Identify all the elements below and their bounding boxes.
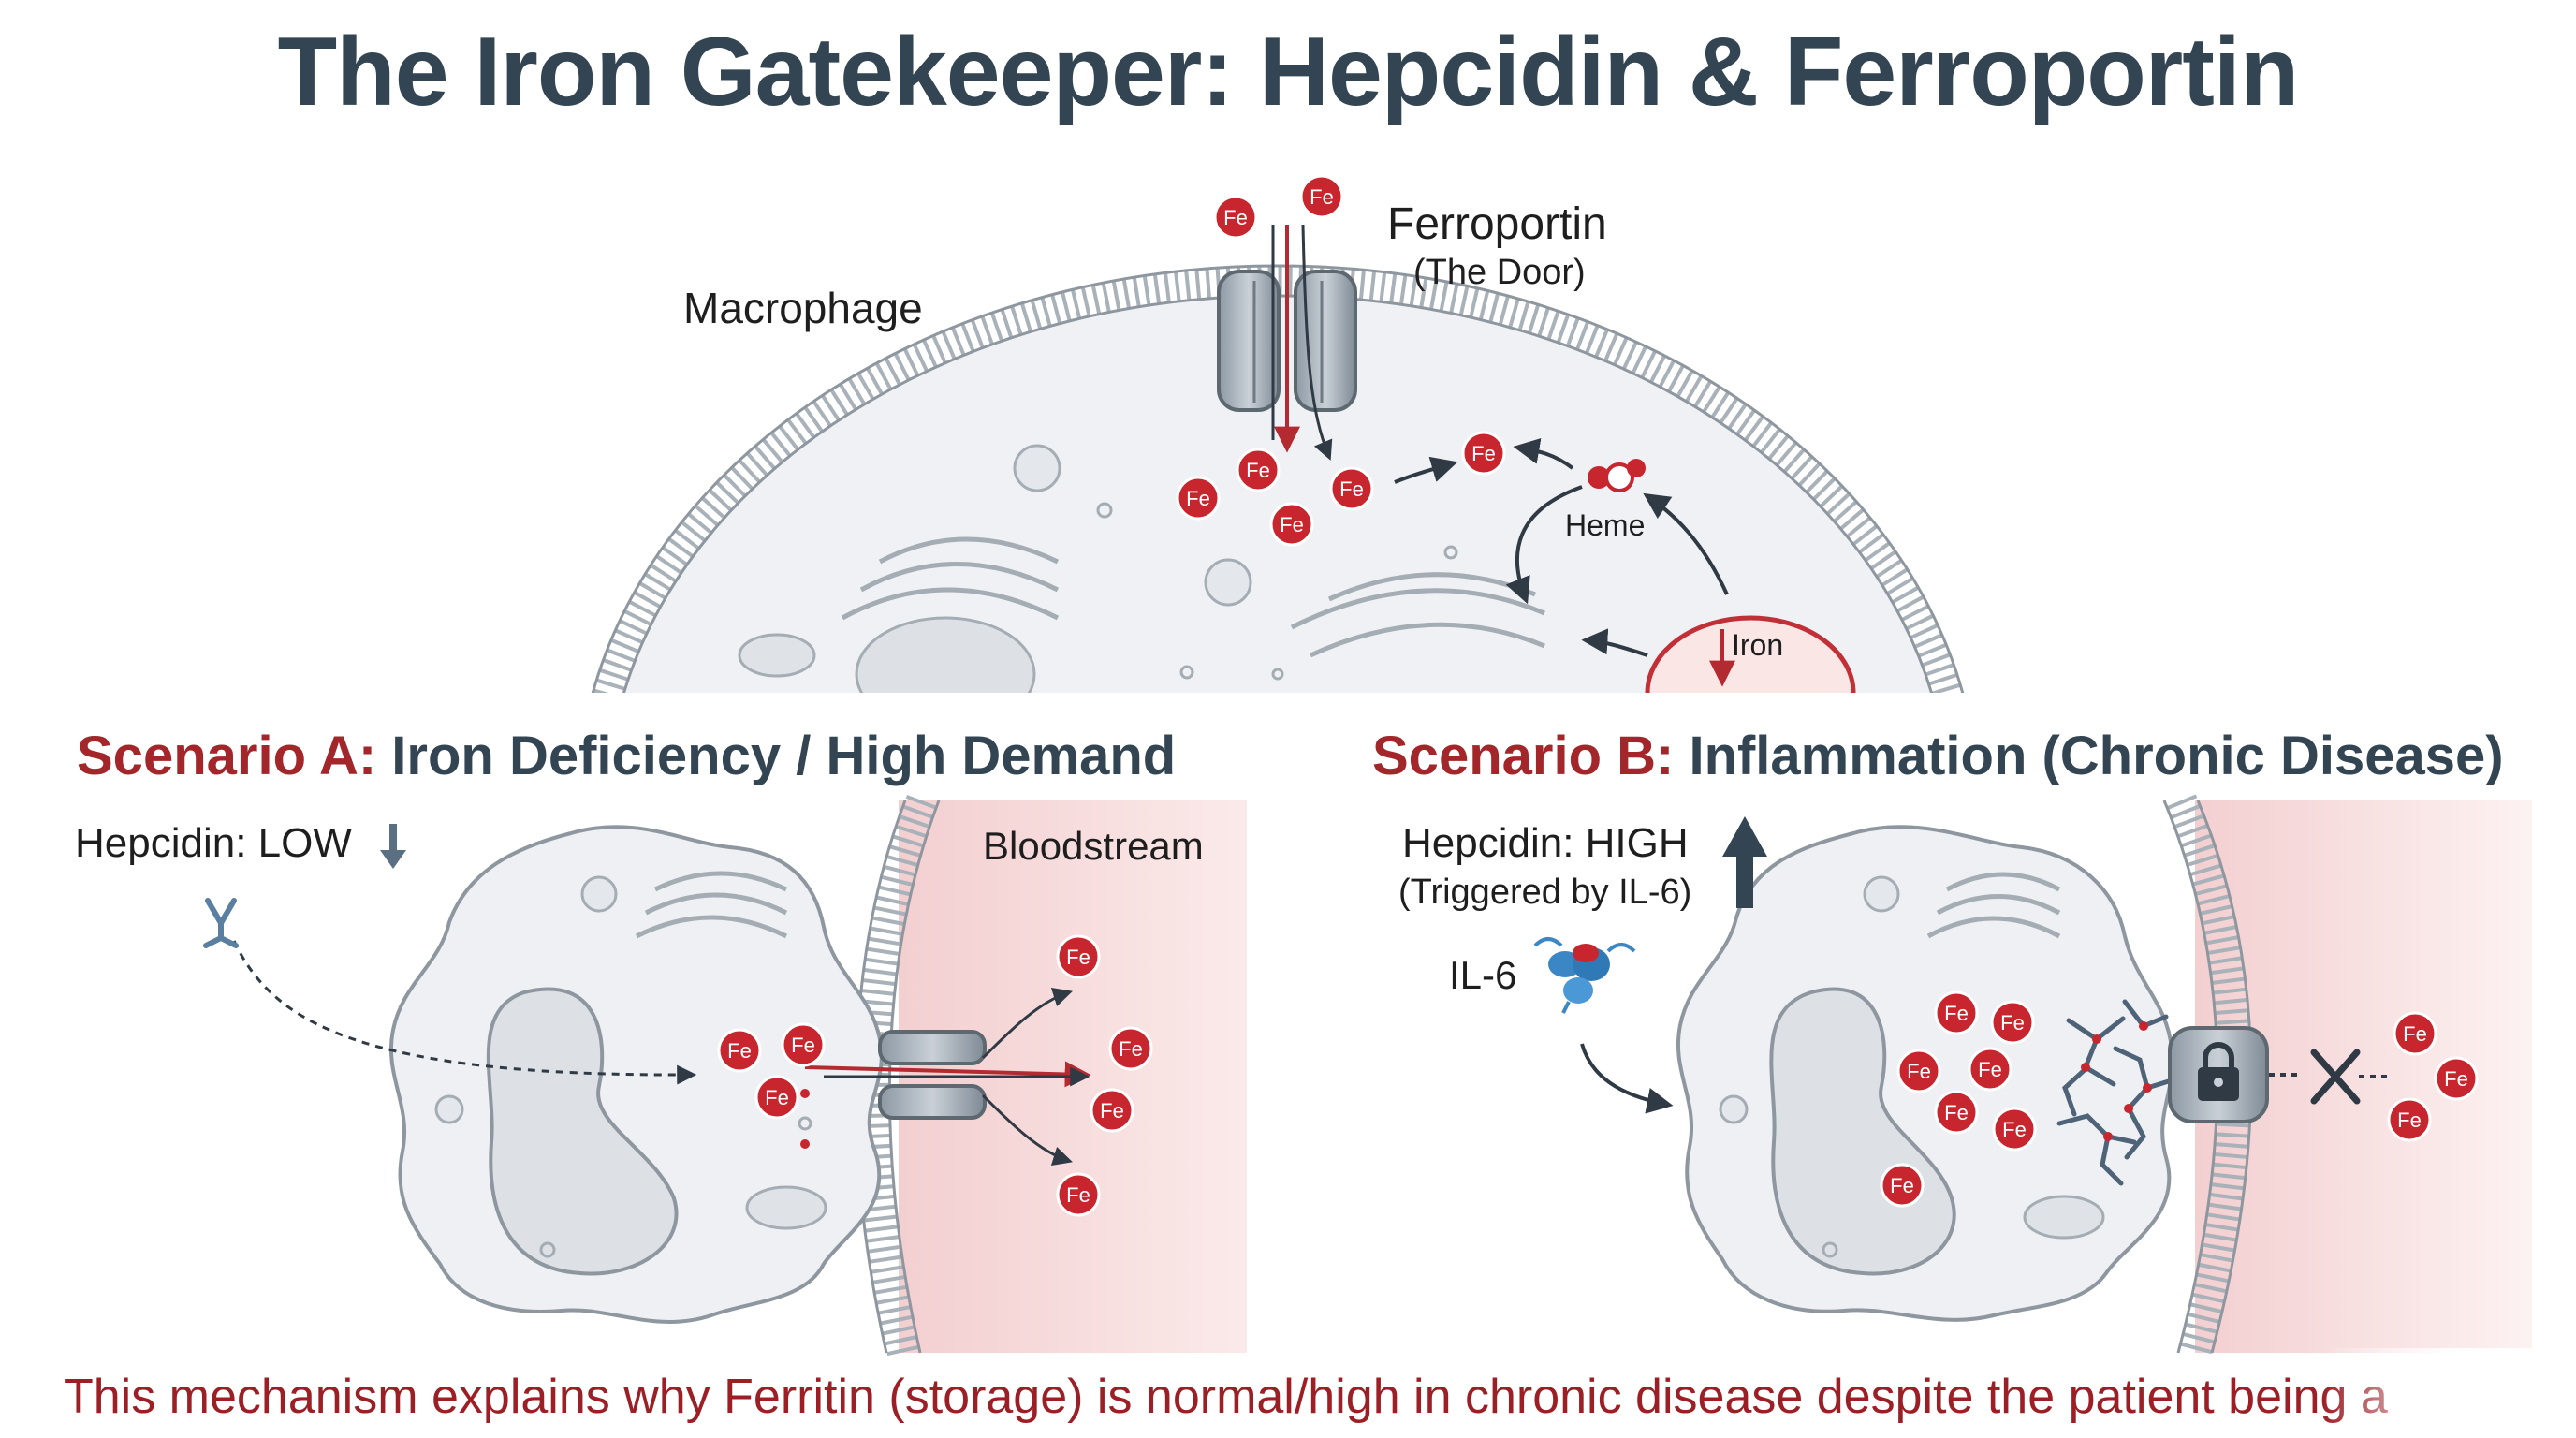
scenario-b-prefix: Scenario B:	[1372, 726, 1675, 786]
footer-caption: This mechanism explains why Ferritin (st…	[64, 1370, 2388, 1424]
fe-ion-label: Fe	[2000, 1011, 2025, 1034]
fe-ion-label: Fe	[1066, 1183, 1090, 1207]
il6-molecule	[1533, 937, 1636, 1014]
scenario-a-panel	[203, 794, 1247, 1357]
bloodstream-label: Bloodstream	[983, 824, 1204, 868]
fe-ion-label: Fe	[791, 1034, 815, 1057]
fe-ion-b-23: Fe	[2387, 1097, 2432, 1142]
fe-ion-b-19: Fe	[1992, 1107, 2037, 1152]
scenario-a-prefix: Scenario A:	[77, 726, 377, 786]
top-arrows	[1271, 224, 1735, 687]
fe-ion-label: Fe	[1471, 442, 1496, 465]
fe-ion-b-22: Fe	[2434, 1056, 2479, 1101]
ferroportin-label: Ferroportin	[1387, 199, 1607, 249]
scenario-b-panel	[1533, 794, 2532, 1357]
fe-ion-a-13: Fe	[1056, 1172, 1101, 1217]
blocked-x-icon	[2310, 1049, 2361, 1105]
fe-ion-label: Fe	[1100, 1099, 1124, 1123]
fe-ion-top-0: Fe	[1213, 195, 1258, 240]
fe-ion-top-2: Fe	[1176, 476, 1221, 521]
scenario-b-heading: Scenario B: Inflammation (Chronic Diseas…	[1372, 725, 2504, 787]
il6-label: IL-6	[1449, 953, 1517, 997]
page-title: The Iron Gatekeeper: Hepcidin & Ferropor…	[277, 18, 2300, 126]
fe-ion-a-11: Fe	[1108, 1026, 1153, 1071]
fe-ion-label: Fe	[1066, 946, 1090, 969]
fe-ion-a-8: Fe	[781, 1022, 826, 1067]
fe-ion-label: Fe	[1280, 513, 1304, 536]
fe-ion-label: Fe	[1944, 1101, 1969, 1124]
hepcidin-high-sublabel: (Triggered by IL-6)	[1398, 873, 1692, 912]
fe-ion-b-14: Fe	[1934, 990, 1979, 1035]
hepcidin-low-label: Hepcidin: LOW	[75, 820, 352, 866]
fe-ion-label: Fe	[765, 1086, 789, 1109]
fe-ion-label: Fe	[1246, 459, 1270, 482]
ferritin-lattice-dots	[2081, 1021, 2152, 1141]
fe-ion-b-17: Fe	[1968, 1047, 2012, 1092]
fe-ion-top-6: Fe	[1461, 431, 1506, 476]
fe-ion-label: Fe	[1186, 487, 1210, 510]
heme-molecule	[1588, 459, 1646, 492]
ferroportin-sublabel: (The Door)	[1413, 253, 1586, 292]
fe-ion-a-12: Fe	[1090, 1088, 1134, 1133]
fe-ion-label: Fe	[1944, 1002, 1969, 1025]
fe-ion-top-3: Fe	[1236, 448, 1281, 492]
fe-ion-label: Fe	[727, 1039, 752, 1063]
hepcidin-high-label: Hepcidin: HIGH	[1402, 820, 1689, 866]
fe-ion-label: Fe	[1119, 1037, 1143, 1061]
fe-ion-b-15: Fe	[1990, 1000, 2035, 1045]
fe-ion-a-10: Fe	[1056, 934, 1101, 979]
iron-label: Iron	[1732, 628, 1783, 662]
fe-ion-top-4: Fe	[1269, 502, 1314, 547]
fe-ion-label: Fe	[1907, 1060, 1931, 1083]
fe-ion-label: Fe	[1310, 185, 1334, 209]
fe-ion-a-9: Fe	[754, 1075, 799, 1120]
fe-ion-label: Fe	[2002, 1118, 2027, 1141]
fe-ion-label: Fe	[1890, 1174, 1914, 1197]
fe-ion-label: Fe	[2397, 1108, 2422, 1132]
fe-ion-label: Fe	[1223, 206, 1248, 229]
macrophage-label: Macrophage	[683, 284, 923, 332]
fe-ion-a-7: Fe	[717, 1028, 762, 1073]
top-macrophage	[592, 264, 1964, 693]
fe-ion-top-1: Fe	[1299, 174, 1344, 219]
fe-ion-b-20: Fe	[1880, 1163, 1925, 1208]
scenario-b-title: Inflammation (Chronic Disease)	[1689, 726, 2504, 786]
fe-ion-top-5: Fe	[1329, 466, 1374, 511]
fe-ion-label: Fe	[1339, 477, 1364, 501]
fe-ion-b-18: Fe	[1934, 1090, 1979, 1135]
scenario-a-title: Iron Deficiency / High Demand	[391, 726, 1177, 786]
footer-fade	[2321, 1348, 2576, 1438]
fe-ion-label: Fe	[2403, 1022, 2427, 1046]
scenario-a-heading: Scenario A: Iron Deficiency / High Deman…	[77, 725, 1176, 787]
heme-label: Heme	[1565, 508, 1645, 542]
padlock-icon	[2198, 1042, 2239, 1101]
fe-ion-label: Fe	[1978, 1058, 2002, 1081]
fe-ion-b-21: Fe	[2393, 1011, 2437, 1056]
fe-ion-label: Fe	[2444, 1067, 2468, 1091]
fe-ion-b-16: Fe	[1896, 1049, 1941, 1093]
